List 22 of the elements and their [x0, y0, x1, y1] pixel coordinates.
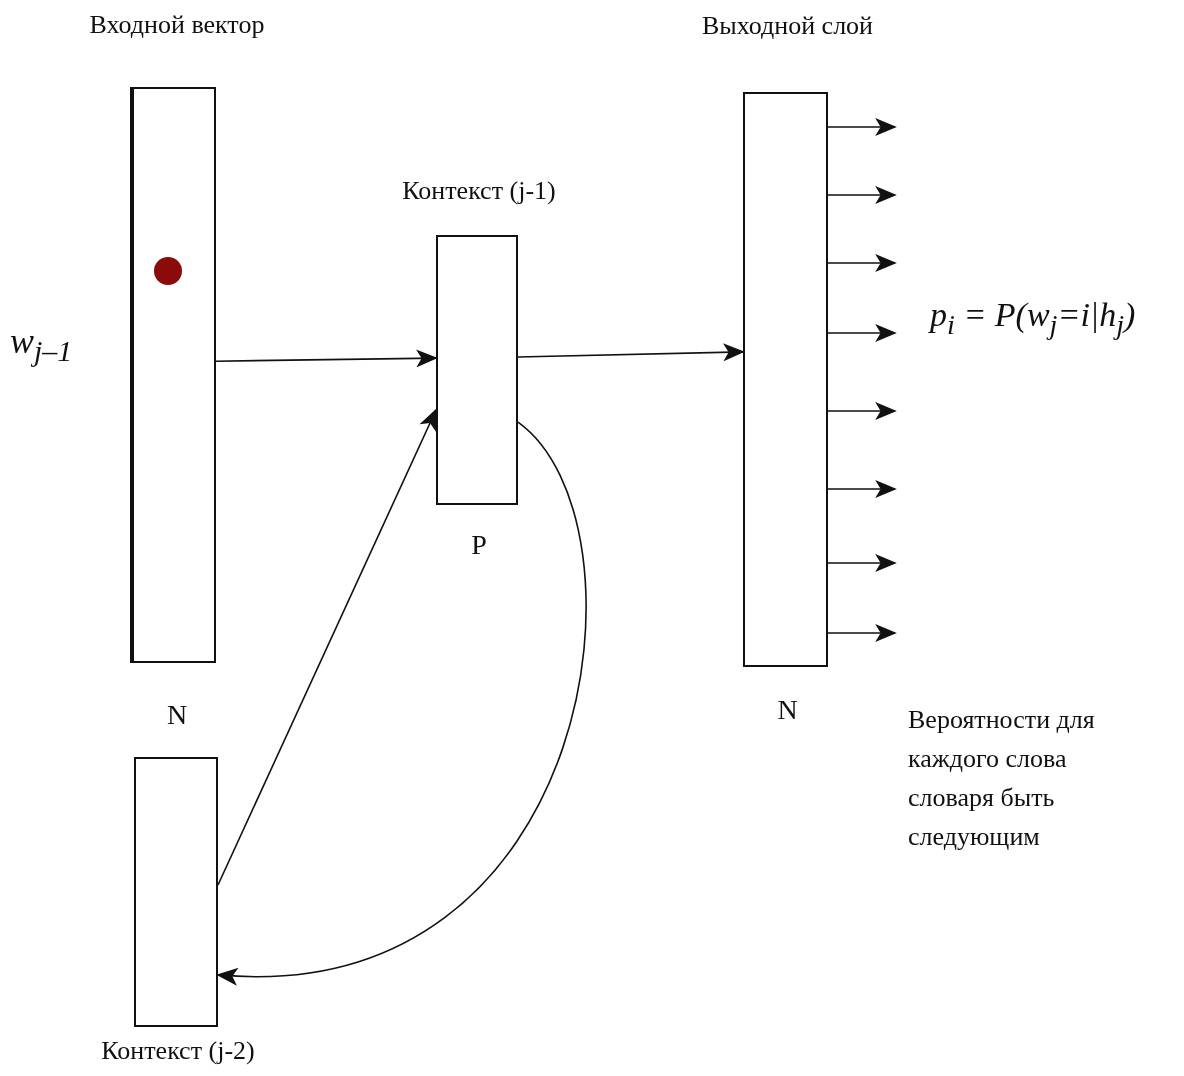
arrow — [216, 421, 587, 984]
layer-title: Входной вектор — [88, 9, 266, 41]
layer-title: Контекст (j-2) — [100, 1035, 256, 1067]
note-text: Вероятности для каждого слова словаря быть следующим — [908, 704, 1096, 853]
arrow — [827, 186, 897, 204]
dimension-label: P — [470, 529, 488, 561]
formula-label: p$_{i}$ = P(w$_{j}$=i|h$_{j}$) — [930, 295, 1137, 342]
layer-title: Выходной слой — [700, 10, 875, 42]
arrow — [827, 118, 897, 136]
arrow — [215, 349, 438, 368]
arrow — [517, 343, 745, 362]
arrow — [827, 624, 897, 642]
arrow — [827, 254, 897, 272]
dimension-label: N — [165, 699, 189, 731]
layer-title: Контекст (j-1) — [401, 175, 557, 207]
dimension-label: N — [776, 694, 799, 726]
arrow — [827, 554, 897, 572]
arrow — [827, 402, 897, 420]
arrow — [827, 324, 897, 342]
variable-label: w$_{j–1}$ — [10, 320, 74, 370]
arrow — [827, 480, 897, 498]
arrow — [217, 408, 437, 886]
